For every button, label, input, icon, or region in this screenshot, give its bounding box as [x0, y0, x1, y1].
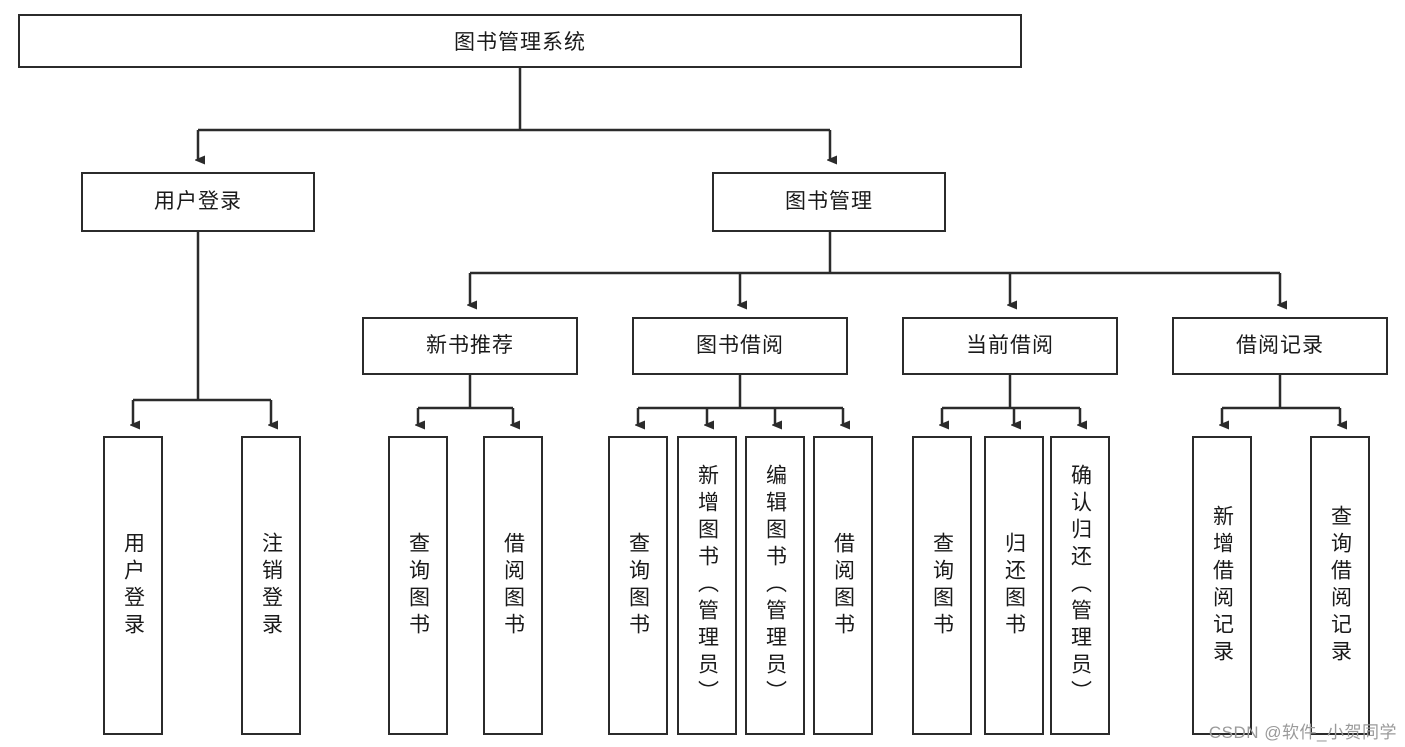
leaf-record-query-record-label: 查询借阅记录	[1328, 504, 1352, 667]
leaf-current-query-book-label: 查询图书	[930, 531, 954, 640]
leaf-current-query-book[interactable]: 查询图书	[912, 436, 972, 735]
node-borrow-record-label: 借阅记录	[1236, 334, 1324, 358]
leaf-user-login-signout[interactable]: 注销登录	[241, 436, 301, 735]
leaf-user-login-signin[interactable]: 用户登录	[103, 436, 163, 735]
leaf-current-confirm-return-admin-label: 确认归还（管理员）	[1068, 464, 1092, 707]
node-current-borrow[interactable]: 当前借阅	[902, 317, 1118, 375]
watermark: CSDN @软件_小贺同学	[1208, 723, 1397, 742]
node-current-borrow-label: 当前借阅	[966, 334, 1054, 358]
leaf-recommend-borrow-book[interactable]: 借阅图书	[483, 436, 543, 735]
leaf-user-login-signout-label: 注销登录	[259, 531, 283, 640]
leaf-recommend-query-book-label: 查询图书	[406, 531, 430, 640]
leaf-current-confirm-return-admin[interactable]: 确认归还（管理员）	[1050, 436, 1110, 735]
leaf-borrow-edit-book-admin[interactable]: 编辑图书（管理员）	[745, 436, 805, 735]
leaf-recommend-query-book[interactable]: 查询图书	[388, 436, 448, 735]
node-book-borrow-label: 图书借阅	[696, 334, 784, 358]
leaf-borrow-query-book[interactable]: 查询图书	[608, 436, 668, 735]
leaf-borrow-edit-book-admin-label: 编辑图书（管理员）	[763, 464, 787, 707]
node-new-book-recommend[interactable]: 新书推荐	[362, 317, 578, 375]
node-root[interactable]: 图书管理系统	[18, 14, 1022, 68]
node-book-management[interactable]: 图书管理	[712, 172, 946, 232]
node-user-login[interactable]: 用户登录	[81, 172, 315, 232]
node-root-label: 图书管理系统	[454, 31, 586, 54]
leaf-user-login-signin-label: 用户登录	[121, 531, 145, 640]
leaf-recommend-borrow-book-label: 借阅图书	[501, 531, 525, 640]
node-new-book-recommend-label: 新书推荐	[426, 334, 514, 358]
leaf-borrow-add-book-admin[interactable]: 新增图书（管理员）	[677, 436, 737, 735]
leaf-borrow-borrow-book-label: 借阅图书	[831, 531, 855, 640]
node-user-login-label: 用户登录	[154, 190, 242, 214]
leaf-borrow-borrow-book[interactable]: 借阅图书	[813, 436, 873, 735]
leaf-record-add-record[interactable]: 新增借阅记录	[1192, 436, 1252, 735]
leaf-current-return-book-label: 归还图书	[1002, 531, 1026, 640]
leaf-current-return-book[interactable]: 归还图书	[984, 436, 1044, 735]
leaf-borrow-add-book-admin-label: 新增图书（管理员）	[695, 464, 719, 707]
node-book-management-label: 图书管理	[785, 190, 873, 214]
leaf-record-query-record[interactable]: 查询借阅记录	[1310, 436, 1370, 735]
leaf-borrow-query-book-label: 查询图书	[626, 531, 650, 640]
leaf-record-add-record-label: 新增借阅记录	[1210, 504, 1234, 667]
node-borrow-record[interactable]: 借阅记录	[1172, 317, 1388, 375]
node-book-borrow[interactable]: 图书借阅	[632, 317, 848, 375]
